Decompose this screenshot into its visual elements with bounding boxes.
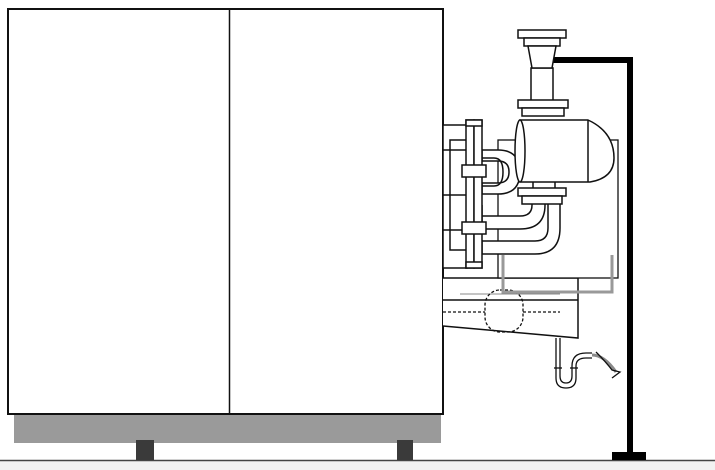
drain-trap — [554, 338, 622, 389]
u-bend-pipes — [481, 149, 561, 255]
base-frame — [14, 413, 441, 443]
dashed-motor-outline — [443, 289, 560, 333]
support-post — [537, 57, 646, 460]
pump-housing — [514, 119, 615, 183]
mount-foot-right — [397, 440, 413, 460]
top-inlet-fitting — [517, 29, 567, 69]
vertical-outlet-pipe — [517, 67, 569, 205]
cabinet — [7, 8, 444, 415]
floor-band — [0, 460, 715, 470]
mount-foot-left — [136, 440, 154, 460]
flanged-manifold — [442, 119, 487, 269]
lower-housing — [442, 277, 579, 339]
